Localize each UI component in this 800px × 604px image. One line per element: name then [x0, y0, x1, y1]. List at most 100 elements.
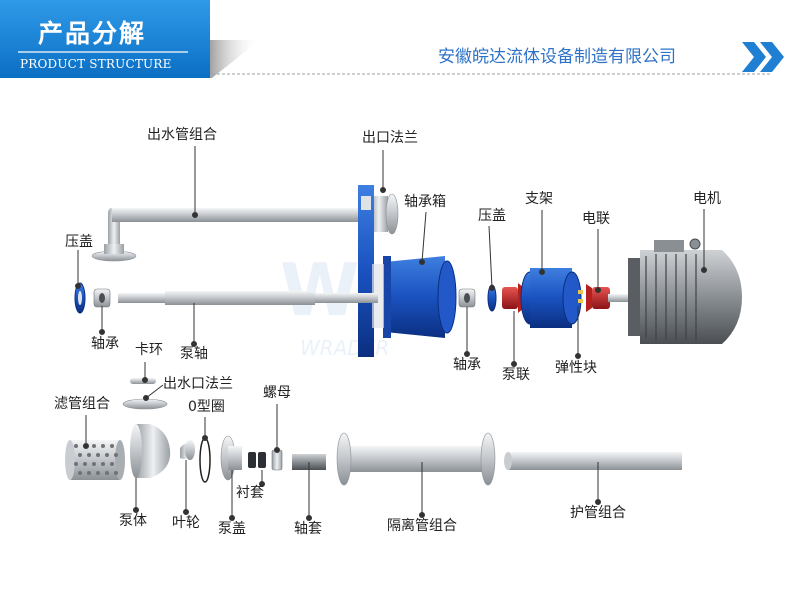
leader-line [488, 225, 493, 289]
leader-dot [143, 395, 149, 401]
pump-cover [220, 435, 242, 481]
company-name: 安徽皖达流体设备制造有限公司 [438, 47, 676, 67]
pump-body [130, 424, 171, 478]
bushing [248, 452, 266, 468]
label-o-ring: 0型圈 [188, 399, 225, 415]
label-nut: 螺母 [263, 385, 291, 401]
leader-dot [83, 443, 89, 449]
leader-dot [419, 259, 425, 265]
label-guard-pipe-assembly: 护管组合 [570, 505, 626, 521]
filter-hole [110, 462, 114, 466]
page-subtitle: PRODUCT STRUCTURE [20, 57, 172, 71]
leader-dot [192, 212, 198, 218]
leader-dot [99, 329, 105, 335]
watermark-text: WRADER [300, 336, 389, 360]
filter-holes [74, 444, 118, 475]
filter-hole [87, 453, 91, 457]
gland-left [74, 282, 86, 314]
label-shaft-sleeve: 轴套 [294, 521, 322, 537]
leader-dot [595, 287, 601, 293]
filter-hole [92, 462, 96, 466]
leader-line [145, 384, 164, 399]
filter-hole [105, 471, 109, 475]
label-bracket: 支架 [525, 191, 553, 207]
leader-dot [75, 283, 81, 289]
guard-pipe-assembly [504, 452, 682, 470]
watermark-logo: W WRADER [280, 248, 389, 360]
filter-hole [101, 444, 105, 448]
outlet-flange [370, 193, 399, 235]
label-bearing-box: 轴承箱 [404, 194, 446, 210]
leader-dot [274, 447, 280, 453]
o-ring [199, 437, 211, 483]
label-pump-shaft: 泵轴 [180, 346, 208, 362]
label-motor: 电机 [693, 191, 721, 207]
filter-hole [114, 471, 118, 475]
leader-dot [595, 499, 601, 505]
leader-dot [183, 509, 189, 515]
filter-hole [114, 453, 118, 457]
label-bearing-right: 轴承 [453, 357, 481, 373]
leader-dot [380, 187, 386, 193]
filter-hole [105, 453, 109, 457]
filter-hole [96, 453, 100, 457]
label-elastic-block: 弹性块 [555, 360, 597, 376]
leader-dot [202, 435, 208, 441]
leader-dot [191, 341, 197, 347]
label-outlet-flange: 出口法兰 [362, 130, 418, 146]
filter-hole [87, 471, 91, 475]
header-banner [0, 0, 784, 78]
double-chevron-icon [742, 42, 784, 72]
leader-dot [142, 377, 148, 383]
bearing-box [372, 256, 457, 338]
filter-hole [96, 471, 100, 475]
impeller [180, 440, 195, 460]
leader-dot [229, 515, 235, 521]
leader-dot [701, 267, 707, 273]
elastic-block [578, 290, 583, 303]
leader-dot [539, 269, 545, 275]
label-outlet-pipe-assembly: 出水管组合 [147, 127, 217, 143]
isolation-pipe-assembly [336, 432, 496, 486]
filter-pipe-assembly [65, 440, 125, 480]
motor [608, 238, 742, 344]
filter-hole [74, 444, 78, 448]
filter-hole [92, 444, 96, 448]
filter-hole [74, 462, 78, 466]
label-isolation-pipe-assembly: 隔离管组合 [387, 518, 457, 534]
filter-hole [110, 444, 114, 448]
bearing-left [93, 288, 111, 308]
label-pump-coupling: 泵联 [502, 367, 530, 383]
leader-dot [575, 353, 581, 359]
label-impeller: 叶轮 [172, 515, 200, 531]
pump-shaft [118, 291, 378, 305]
page-title: 产品分解 [38, 19, 147, 48]
leader-lines [75, 146, 707, 521]
leader-dot [306, 515, 312, 521]
filter-hole [78, 471, 82, 475]
svg-text:W: W [280, 248, 359, 332]
label-pump-body: 泵体 [119, 513, 147, 529]
leader-dot [133, 507, 139, 513]
bearing-right [458, 288, 476, 308]
bracket [520, 268, 582, 328]
leader-dot [259, 481, 265, 487]
label-filter-pipe-assembly: 滤管组合 [54, 396, 110, 412]
leader-dot [489, 285, 495, 291]
mounting-plate [358, 185, 374, 357]
leader-dot [511, 361, 517, 367]
filter-hole [101, 462, 105, 466]
label-coupling-electric: 电联 [582, 211, 610, 227]
filter-hole [78, 453, 82, 457]
leader-dot [464, 351, 470, 357]
label-snap-ring: 卡环 [135, 342, 163, 358]
label-pump-cover: 泵盖 [218, 521, 246, 537]
leader-line [421, 211, 427, 263]
label-bearing-left: 轴承 [91, 336, 119, 352]
label-outlet-port-flange: 出水口法兰 [163, 376, 233, 392]
leader-dot [419, 512, 425, 518]
label-bushing: 衬套 [236, 485, 264, 501]
label-gland-left: 压盖 [65, 234, 93, 250]
outlet-pipe-assembly [91, 208, 370, 262]
